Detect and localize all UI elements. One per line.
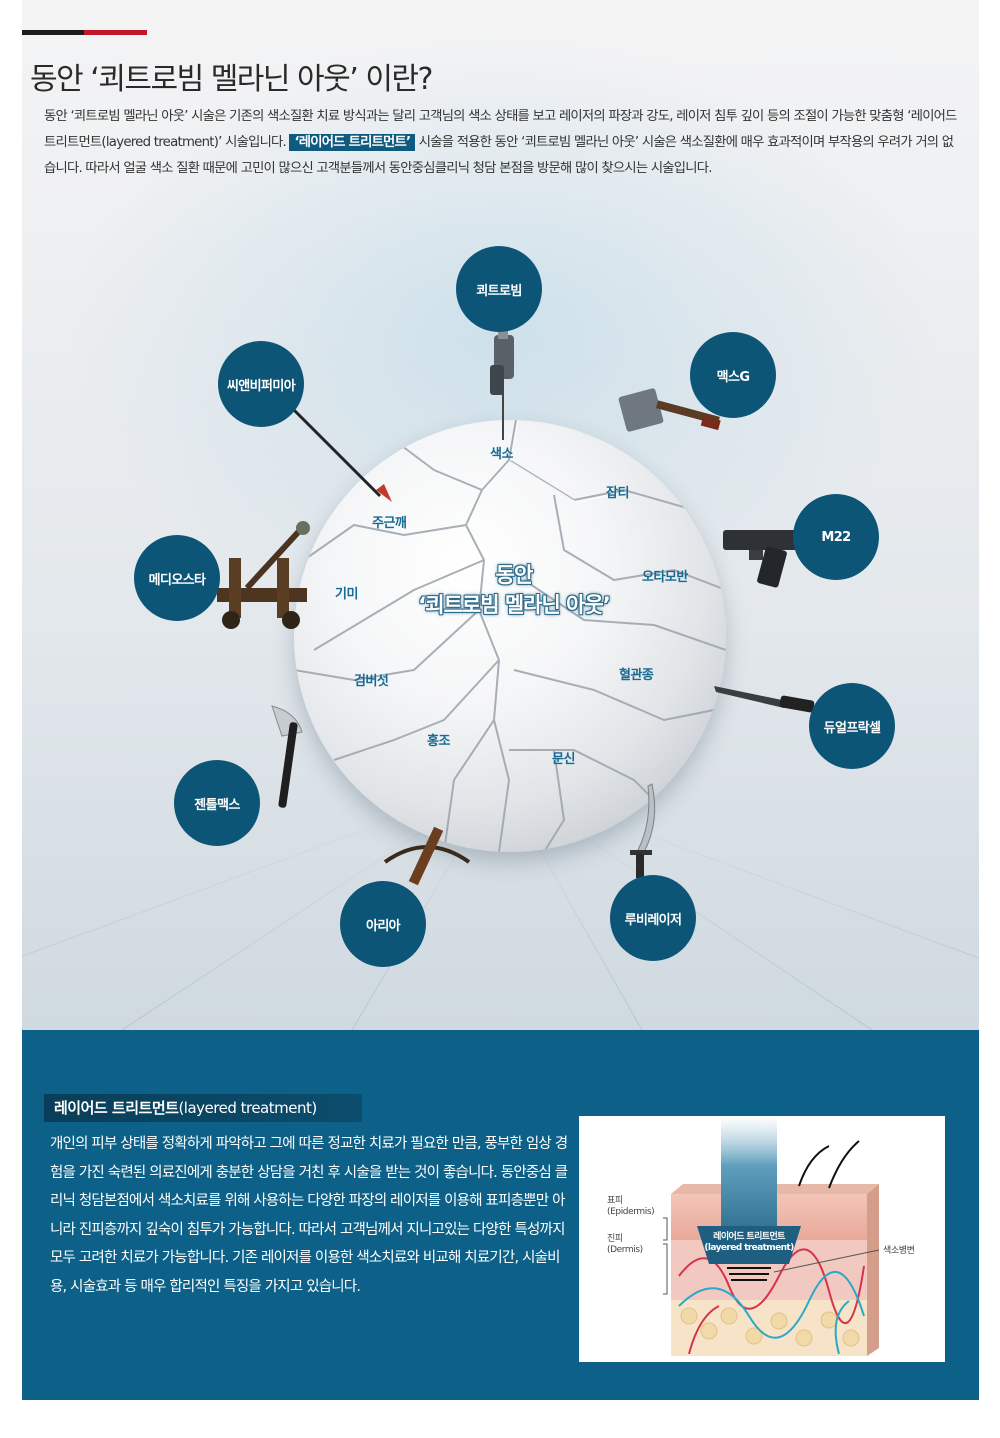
laser-circle-quadrobeam: 쾨트로빔 xyxy=(456,246,542,332)
layered-treatment-description: 개인의 피부 상태를 정확하게 파악하고 그에 따른 정교한 치료가 필요한 만… xyxy=(50,1136,568,1295)
dermis-label: 진피(Dermis) xyxy=(607,1234,643,1255)
laser-circle-ruby: 루비레이저 xyxy=(610,875,696,961)
laser-circle-m22: M22 xyxy=(793,494,879,580)
laser-circle-gentlemax: 젠틀맥스 xyxy=(174,760,260,846)
sphere-title-line1: 동안 xyxy=(495,563,534,587)
catapult-icon xyxy=(217,521,310,629)
skin-illustration xyxy=(663,1116,880,1356)
condition-label: 기미 xyxy=(335,587,358,602)
laser-label: M22 xyxy=(821,529,851,545)
laser-circle-cnb-permia: 씨앤비퍼미아 xyxy=(218,341,304,427)
laser-circle-aria: 아리아 xyxy=(340,881,426,967)
knife-icon xyxy=(714,686,815,713)
condition-label: 잡티 xyxy=(606,486,629,501)
epidermis-label: 표피(Epidermis) xyxy=(607,1196,655,1217)
laser-circle-maxg: 맥스G xyxy=(690,332,776,418)
laser-label: 루비레이저 xyxy=(624,912,682,928)
laser-circle-dual-fraxel: 듀얼프락셀 xyxy=(809,683,895,769)
condition-label: 혈관종 xyxy=(619,668,654,683)
skin-layer-diagram: 표피(Epidermis) 진피(Dermis) 레이어드 트리트먼트(laye… xyxy=(579,1116,945,1362)
layered-treatment-section: 레이어드 트리트먼트(layered treatment) 개인의 피부 상태를… xyxy=(22,1030,979,1400)
laser-label: 맥스G xyxy=(716,369,750,385)
condition-label: 홍조 xyxy=(427,734,450,749)
laser-label: 쾨트로빔 xyxy=(476,283,522,299)
intro-text-after: 시술을 적용한 동안 ‘쾨트로빔 멜라닌 아웃’ 시술은 색소질환에 매우 효과… xyxy=(44,135,954,176)
condition-label: 색소 xyxy=(490,447,513,462)
page-title: 동안 ‘쾨트로빔 멜라닌 아웃’ 이란? xyxy=(30,62,433,97)
laser-circle-mediostar: 메디오스타 xyxy=(134,535,220,621)
crossbow-icon xyxy=(383,826,471,886)
lesion-label: 색소병변 xyxy=(883,1246,915,1256)
layered-treatment-label: 레이어드 트리트먼트(layered treatment) xyxy=(44,1094,362,1122)
laser-label: 아리아 xyxy=(365,918,401,934)
sphere-title-line2: ‘쾨트로빔 멜라닌 아웃’ xyxy=(418,593,610,617)
label-en: (layered treatment) xyxy=(178,1099,317,1117)
condition-label: 검버섯 xyxy=(354,674,389,689)
intro-section: 동안 ‘쾨트로빔 멜라닌 아웃’ 이란? 동안 ‘쾨트로빔 멜라닌 아웃’ 시술… xyxy=(22,0,979,1030)
title-accent-bar xyxy=(22,30,147,35)
beam-label: 레이어드 트리트먼트(layered treatment) xyxy=(704,1232,794,1253)
sphere-cracks xyxy=(294,420,726,852)
condition-label: 오타모반 xyxy=(642,570,688,585)
condition-label: 문신 xyxy=(552,752,575,767)
cracked-sphere xyxy=(294,420,726,852)
condition-label: 주근깨 xyxy=(372,516,407,531)
hammer-icon xyxy=(618,388,721,432)
spear-icon xyxy=(286,402,392,502)
intro-paragraph: 동안 ‘쾨트로빔 멜라닌 아웃’ 시술은 기존의 색소질환 치료 방식과는 달리… xyxy=(44,104,964,182)
laser-label: 씨앤비퍼미아 xyxy=(226,378,296,394)
page: 동안 ‘쾨트로빔 멜라닌 아웃’ 이란? 동안 ‘쾨트로빔 멜라닌 아웃’ 시술… xyxy=(22,0,979,1438)
sword-icon xyxy=(630,783,656,878)
label-ko: 레이어드 트리트먼트 xyxy=(54,1099,179,1117)
laser-label: 메디오스타 xyxy=(148,572,206,588)
intro-text-before: 동안 ‘쾨트로빔 멜라닌 아웃’ 시술은 기존의 색소질환 치료 방식과는 달리… xyxy=(44,109,957,150)
sphere-title: 동안 ‘쾨트로빔 멜라닌 아웃’ xyxy=(394,560,634,620)
laser-label: 듀얼프락셀 xyxy=(823,720,881,736)
axe-icon xyxy=(271,705,303,808)
laser-label: 젠틀맥스 xyxy=(194,797,240,813)
intro-highlight: ‘레이어드 트리트먼트’ xyxy=(289,134,416,151)
pistol-icon xyxy=(723,530,803,588)
drill-icon xyxy=(490,327,514,440)
